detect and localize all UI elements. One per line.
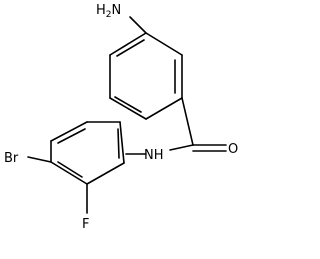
bromine-bond (27, 156, 52, 163)
bromine-label: Br (4, 151, 19, 166)
amine-label: H2N (96, 3, 121, 20)
ring2-bond (119, 121, 125, 164)
ring1-double-bond (114, 96, 142, 113)
carbonyl-oxygen-label: O (228, 142, 238, 157)
molecule-diagram: H2N O NH Br F (4, 3, 238, 232)
ring2-double-bond (117, 128, 120, 159)
amine-bond (129, 16, 147, 34)
ring2-bond (86, 162, 125, 185)
fluorine-label: F (82, 217, 89, 232)
ring1-bond (145, 32, 183, 56)
amide-nitrogen-label: NH (144, 148, 164, 163)
ring2-bond (50, 161, 88, 185)
structure-drawing: H2N O NH Br F (4, 3, 238, 232)
carbonyl-amide-bond (169, 144, 194, 151)
aryl-carbonyl-bond (181, 97, 194, 146)
ring1-bond (109, 97, 147, 120)
ring2-double-bond (57, 128, 86, 144)
ring1-bond (145, 97, 183, 120)
ring2-double-bond (57, 161, 83, 178)
ring1-bond (109, 32, 147, 56)
aminophenyl-ring (109, 32, 183, 120)
bromofluorophenyl-ring (50, 121, 125, 185)
ring2-bond (50, 121, 88, 142)
ring1-double-bond (116, 39, 145, 57)
